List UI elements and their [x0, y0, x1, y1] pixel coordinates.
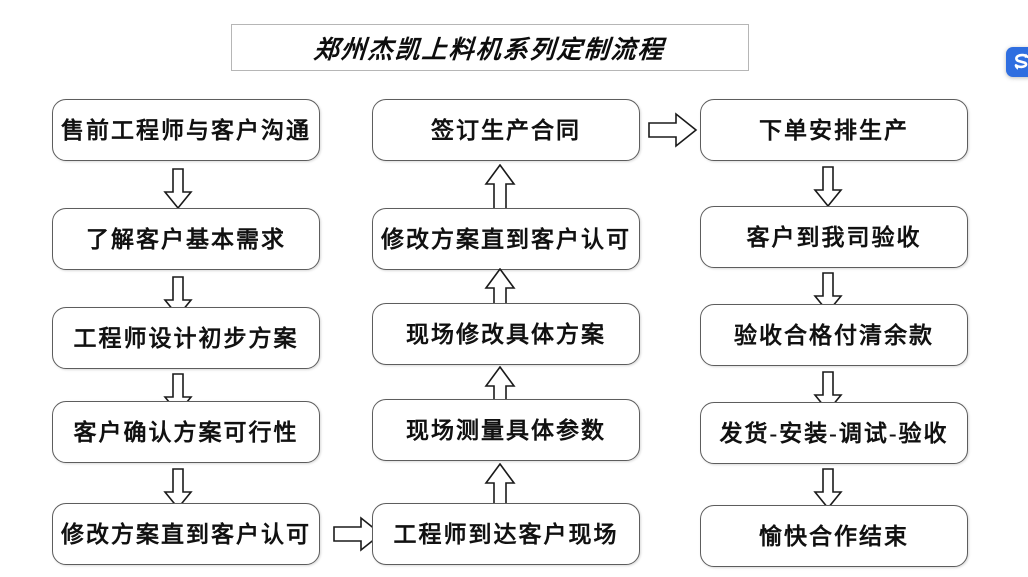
flow-node-label: 愉快合作结束 [759, 523, 909, 549]
flow-node-col1-5[interactable]: 修改方案直到客户认可 [52, 503, 320, 565]
flow-node-col3-1[interactable]: 下单安排生产 [700, 99, 968, 161]
flow-node-col3-5[interactable]: 愉快合作结束 [700, 505, 968, 567]
page-title: 郑州杰凯上料机系列定制流程 [313, 36, 667, 64]
arrow-right-col1-to-col2 [333, 513, 385, 555]
arrow-down-col1-4 [160, 468, 196, 510]
arrow-up-col2-1 [482, 164, 518, 212]
flow-node-col3-4[interactable]: 发货-安装-调试-验收 [700, 402, 968, 464]
flow-node-label: 了解客户基本需求 [86, 226, 286, 252]
flow-node-col3-3[interactable]: 验收合格付清余款 [700, 304, 968, 366]
flow-node-label: 修改方案直到客户认可 [61, 521, 311, 547]
flow-node-col2-3[interactable]: 现场修改具体方案 [372, 303, 640, 365]
flow-node-label: 验收合格付清余款 [734, 322, 934, 348]
flow-node-label: 客户到我司验收 [746, 224, 922, 250]
flow-node-label: 签订生产合同 [431, 117, 581, 143]
arrow-down-col3-4 [810, 468, 846, 510]
flow-node-col2-4[interactable]: 现场测量具体参数 [372, 399, 640, 461]
flow-node-label: 客户确认方案可行性 [73, 419, 299, 445]
flow-node-col2-2[interactable]: 修改方案直到客户认可 [372, 208, 640, 270]
arrow-down-col3-1 [810, 166, 846, 208]
arrow-right-col2-to-col3 [648, 109, 700, 151]
flow-node-label: 修改方案直到客户认可 [381, 226, 631, 252]
flow-node-label: 工程师设计初步方案 [73, 325, 299, 351]
flow-node-col1-4[interactable]: 客户确认方案可行性 [52, 401, 320, 463]
flow-node-label: 现场测量具体参数 [406, 417, 606, 443]
flow-node-col3-2[interactable]: 客户到我司验收 [700, 206, 968, 268]
flow-node-label: 售前工程师与客户沟通 [61, 117, 311, 143]
flow-node-col1-3[interactable]: 工程师设计初步方案 [52, 307, 320, 369]
arrow-down-col1-1 [160, 168, 196, 210]
chart-title-box: 郑州杰凯上料机系列定制流程 [231, 24, 749, 71]
flow-node-label: 下单安排生产 [759, 117, 909, 143]
flow-node-col2-1[interactable]: 签订生产合同 [372, 99, 640, 161]
flow-node-col2-5[interactable]: 工程师到达客户现场 [372, 503, 640, 565]
flow-node-col1-2[interactable]: 了解客户基本需求 [52, 208, 320, 270]
flow-node-label: 发货-安装-调试-验收 [719, 420, 949, 446]
flow-node-col1-1[interactable]: 售前工程师与客户沟通 [52, 99, 320, 161]
flow-node-label: 现场修改具体方案 [406, 321, 606, 347]
flow-node-label: 工程师到达客户现场 [393, 521, 619, 547]
sogou-logo-icon[interactable] [1006, 47, 1028, 77]
